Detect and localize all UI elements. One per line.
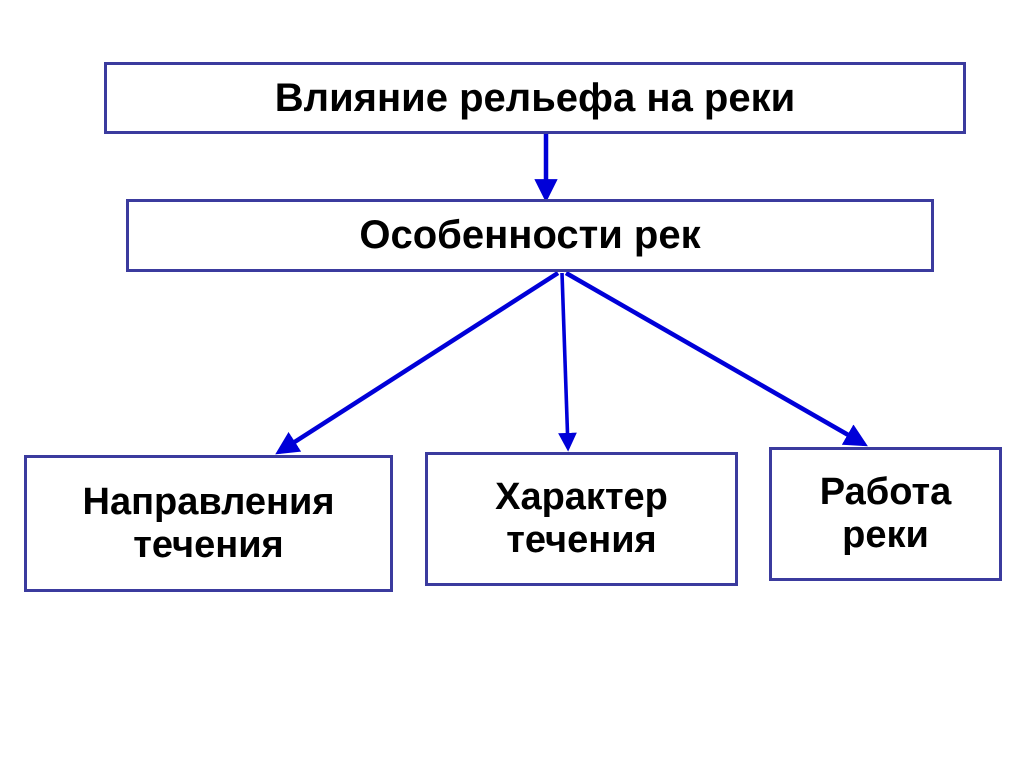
node-vliyanie-relefa-na-reki[interactable]: Влияние рельефа на реки bbox=[104, 62, 966, 134]
node-osobennosti-rek[interactable]: Особенности рек bbox=[126, 199, 934, 272]
node-harakter-techeniya[interactable]: Характер течения bbox=[425, 452, 738, 586]
arrow-mid-to-left bbox=[275, 271, 560, 455]
node-napravleniya-techeniya[interactable]: Направления течения bbox=[24, 455, 393, 592]
arrow-mid-to-center bbox=[558, 272, 577, 452]
arrow-mid-to-right bbox=[564, 271, 868, 447]
node-rabota-reki[interactable]: Работа реки bbox=[769, 447, 1002, 581]
